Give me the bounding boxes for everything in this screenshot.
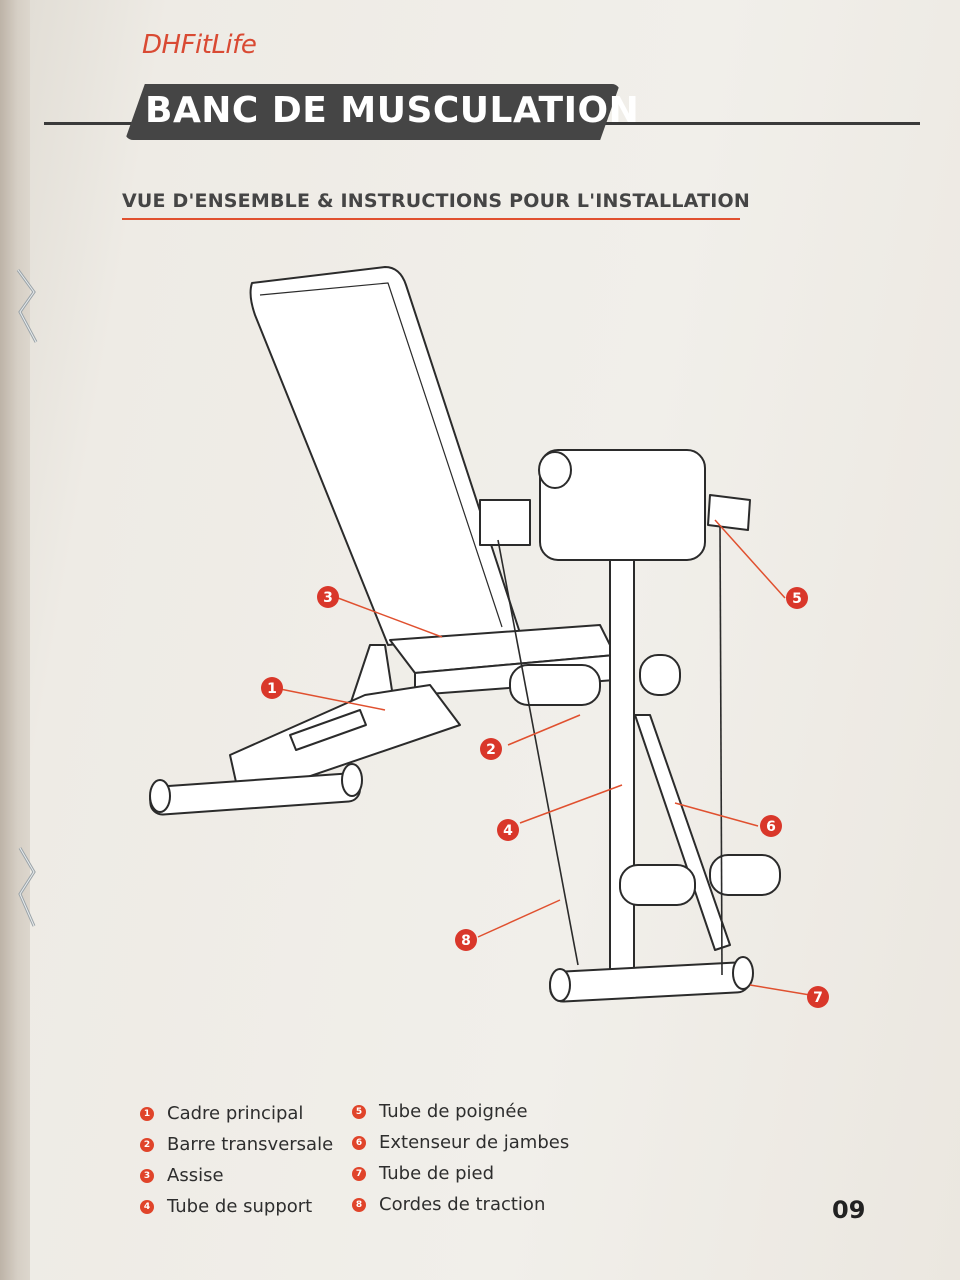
subtitle-underline	[122, 218, 740, 220]
callout-5: 5	[786, 587, 808, 609]
legend-label: Tube de pied	[379, 1163, 495, 1184]
pull-cord-right	[719, 524, 723, 976]
legend-label: Barre transversale	[167, 1134, 334, 1155]
legend-item: 7 Tube de pied	[352, 1158, 569, 1189]
section-subtitle: VUE D'ENSEMBLE & INSTRUCTIONS POUR L'INS…	[122, 190, 750, 212]
legend-label: Assise	[167, 1165, 224, 1186]
callout-7: 7	[807, 986, 829, 1008]
legend-number: 5	[352, 1104, 366, 1119]
callout-5-label: 5	[792, 591, 802, 607]
callout-8: 8	[455, 929, 477, 951]
staple-bottom	[12, 842, 46, 932]
legend-label: Tube de poignée	[379, 1101, 528, 1122]
legend-item: 5 Tube de poignée	[352, 1096, 569, 1127]
legend-item: 3 Assise	[140, 1160, 333, 1191]
legend-number: 8	[352, 1197, 366, 1212]
staple-top	[12, 262, 46, 352]
title-banner	[125, 84, 620, 140]
brand-logo: DHFitLife	[142, 30, 257, 60]
front-foot-tube	[549, 961, 751, 1003]
legend-number: 3	[140, 1168, 154, 1183]
legend-item: 4 Tube de support	[140, 1191, 333, 1222]
parts-legend-left: 1 Cadre principal 2 Barre transversale 3 As…	[140, 1098, 333, 1222]
brand-name: FitLife	[180, 30, 257, 60]
callout-4: 4	[497, 819, 519, 841]
callout-7-label: 7	[813, 990, 823, 1006]
legend-label: Tube de support	[167, 1196, 313, 1217]
callout-2: 2	[480, 738, 502, 760]
callout-1: 1	[261, 677, 283, 699]
legend-item: 2 Barre transversale	[140, 1129, 333, 1160]
callout-6: 6	[760, 815, 782, 837]
legend-number: 2	[140, 1137, 154, 1152]
page-title: BANC DE MUSCULATION	[145, 90, 640, 131]
support-tube	[609, 554, 635, 976]
leg-pad	[539, 449, 706, 561]
legend-number: 6	[352, 1135, 366, 1150]
legend-number: 4	[140, 1199, 154, 1214]
callout-3-label: 3	[323, 590, 333, 606]
brand-prefix: DH	[142, 30, 181, 60]
legend-number: 1	[140, 1106, 154, 1121]
pull-cord-left	[497, 539, 579, 966]
legend-label: Cadre principal	[167, 1103, 304, 1124]
page-number: 09	[832, 1196, 866, 1224]
legend-item: 8 Cordes de traction	[352, 1189, 569, 1220]
legend-number: 7	[352, 1166, 366, 1181]
bench-diagram: 1 2 3 4 5 6 7 8	[149, 266, 829, 1008]
callout-2-label: 2	[486, 742, 496, 758]
leg-extender	[634, 714, 731, 951]
callout-8-label: 8	[461, 933, 471, 949]
callout-1-label: 1	[267, 681, 277, 697]
legend-label: Cordes de traction	[379, 1194, 546, 1215]
callout-6-label: 6	[766, 819, 776, 835]
legend-label: Extenseur de jambes	[379, 1132, 570, 1153]
rear-foot-tube	[149, 772, 361, 816]
callout-3: 3	[317, 586, 339, 608]
callout-4-label: 4	[503, 823, 513, 839]
legend-item: 6 Extenseur de jambes	[352, 1127, 569, 1158]
legend-item: 1 Cadre principal	[140, 1098, 333, 1129]
backrest	[249, 266, 521, 646]
